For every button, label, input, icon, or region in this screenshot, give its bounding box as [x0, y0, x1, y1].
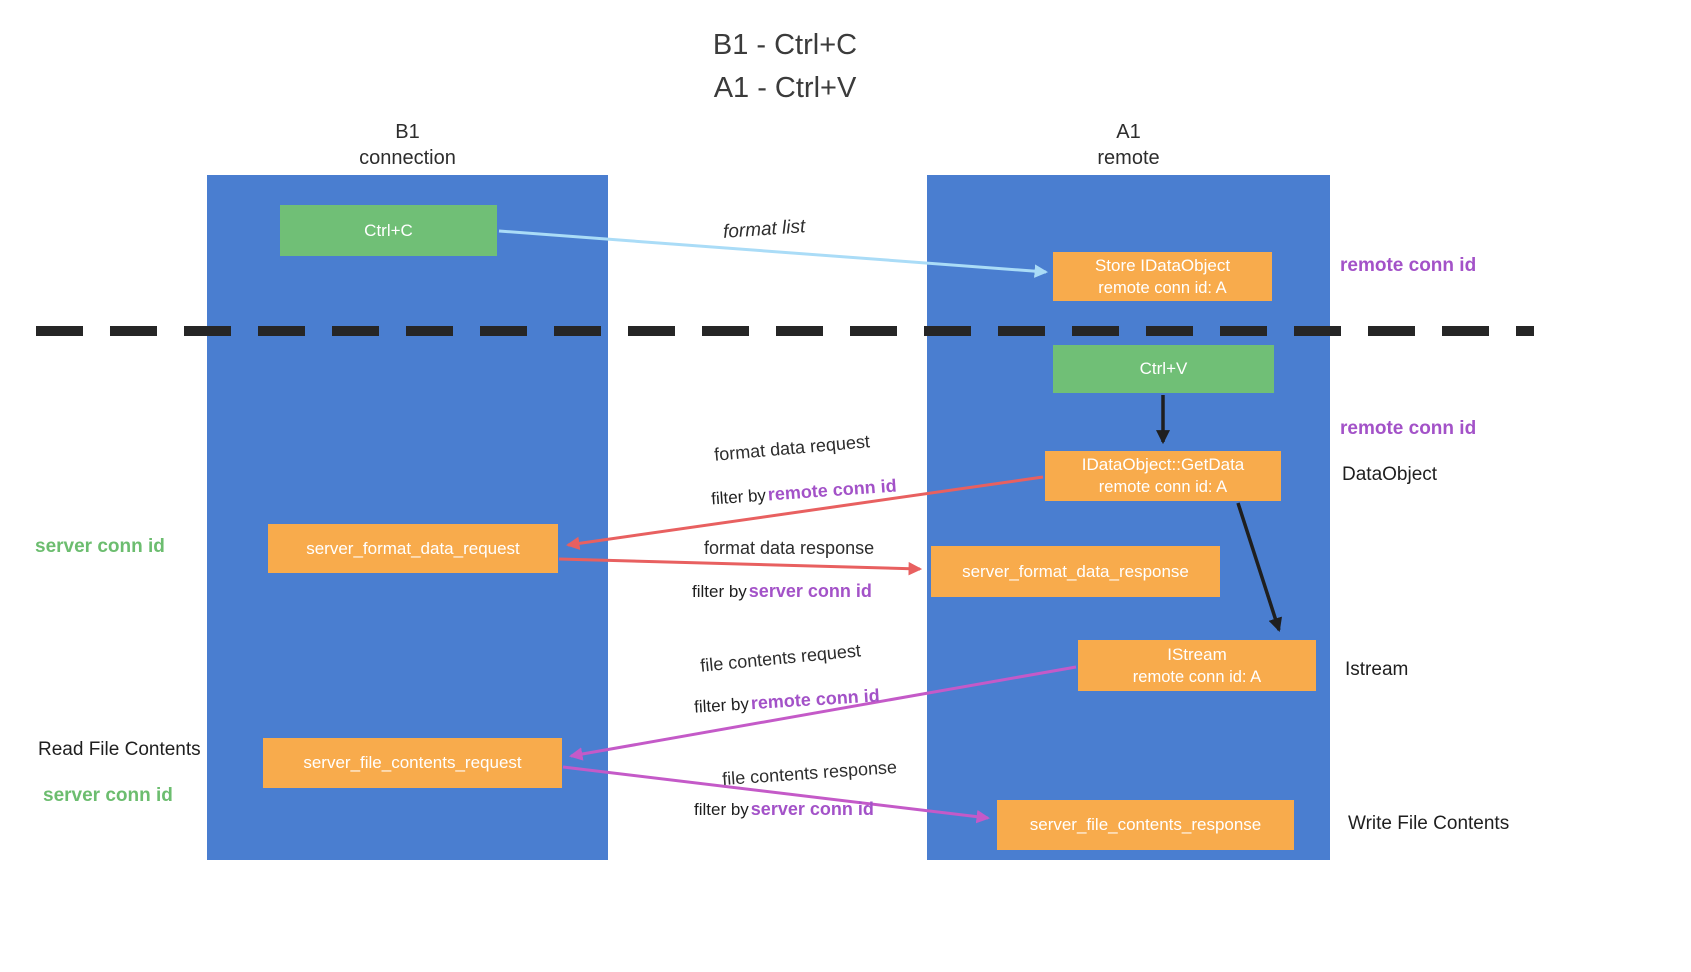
filter-prefix-3: filter by [693, 694, 750, 717]
label-filter-file-request: filter byremote conn id [694, 685, 881, 717]
label-file-contents-request: file contents request [699, 640, 862, 676]
node-server-file-contents-request: server_file_contents_request [263, 738, 562, 788]
lane-a1-role: remote [1097, 147, 1160, 169]
lane-header-b1: B1 connection [207, 119, 608, 171]
node-ctrl-c: Ctrl+C [280, 205, 497, 256]
label-format-data-request: format data request [713, 431, 871, 465]
filter-key-remote-conn-id-3: remote conn id [750, 685, 881, 714]
label-server-conn-id-format: server conn id [35, 536, 165, 557]
filter-key-server-conn-id-2: server conn id [748, 581, 872, 601]
node-ctrl-c-label: Ctrl+C [364, 220, 413, 240]
title-line-1: B1 - Ctrl+C [712, 29, 858, 61]
filter-prefix-2: filter by [692, 582, 747, 601]
diagram-title: B1 - Ctrl+C A1 - Ctrl+V [535, 24, 1035, 110]
arrow-format-data-response [558, 557, 923, 576]
label-write-file-contents: Write File Contents [1348, 813, 1510, 834]
node-format-response-label: server_format_data_response [962, 561, 1189, 581]
node-getdata-line2: remote conn id: A [1098, 478, 1228, 496]
label-filter-format-request: filter byremote conn id [710, 475, 898, 510]
filter-key-remote-conn-id-1: remote conn id [767, 475, 898, 505]
lane-a1-name: A1 [1116, 121, 1141, 143]
label-format-data-response: format data response [704, 538, 875, 558]
lane-header-a1: A1 remote [927, 119, 1330, 171]
label-istream: Istream [1345, 659, 1409, 680]
label-remote-conn-id-store: remote conn id [1340, 255, 1477, 276]
label-file-contents-response: file contents response [721, 756, 898, 790]
node-istream: IStream remote conn id: A [1078, 640, 1316, 691]
node-file-request-label: server_file_contents_request [303, 753, 522, 772]
node-ctrl-v: Ctrl+V [1053, 345, 1274, 393]
node-server-format-data-request: server_format_data_request [268, 524, 558, 573]
title-line-2: A1 - Ctrl+V [713, 72, 857, 104]
label-format-list: format list [722, 216, 806, 243]
node-istream-line1: IStream [1167, 644, 1227, 664]
node-idataobject-getdata: IDataObject::GetData remote conn id: A [1045, 451, 1281, 501]
node-store-idataobject-line1: Store IDataObject [1094, 255, 1231, 275]
label-read-file-contents: Read File Contents [38, 739, 201, 760]
lane-b1-role: connection [359, 147, 456, 169]
label-dataobject: DataObject [1342, 464, 1438, 485]
node-store-idataobject: Store IDataObject remote conn id: A [1053, 252, 1272, 301]
node-format-request-label: server_format_data_request [306, 538, 520, 558]
node-ctrl-v-label: Ctrl+V [1139, 359, 1188, 378]
label-server-conn-id-file: server conn id [43, 785, 173, 806]
filter-prefix-1: filter by [710, 485, 767, 509]
node-getdata-line1: IDataObject::GetData [1081, 455, 1245, 474]
node-store-idataobject-line2: remote conn id: A [1098, 278, 1227, 297]
lane-b1-name: B1 [395, 121, 420, 143]
node-istream-line2: remote conn id: A [1132, 667, 1262, 686]
label-remote-conn-id-getdata: remote conn id [1340, 418, 1477, 439]
filter-key-server-conn-id-4: server conn id [750, 799, 874, 819]
node-server-file-contents-response: server_file_contents_response [997, 800, 1294, 850]
node-server-format-data-response: server_format_data_response [931, 546, 1220, 597]
node-file-response-label: server_file_contents_response [1029, 815, 1262, 834]
filter-prefix-4: filter by [694, 800, 749, 819]
